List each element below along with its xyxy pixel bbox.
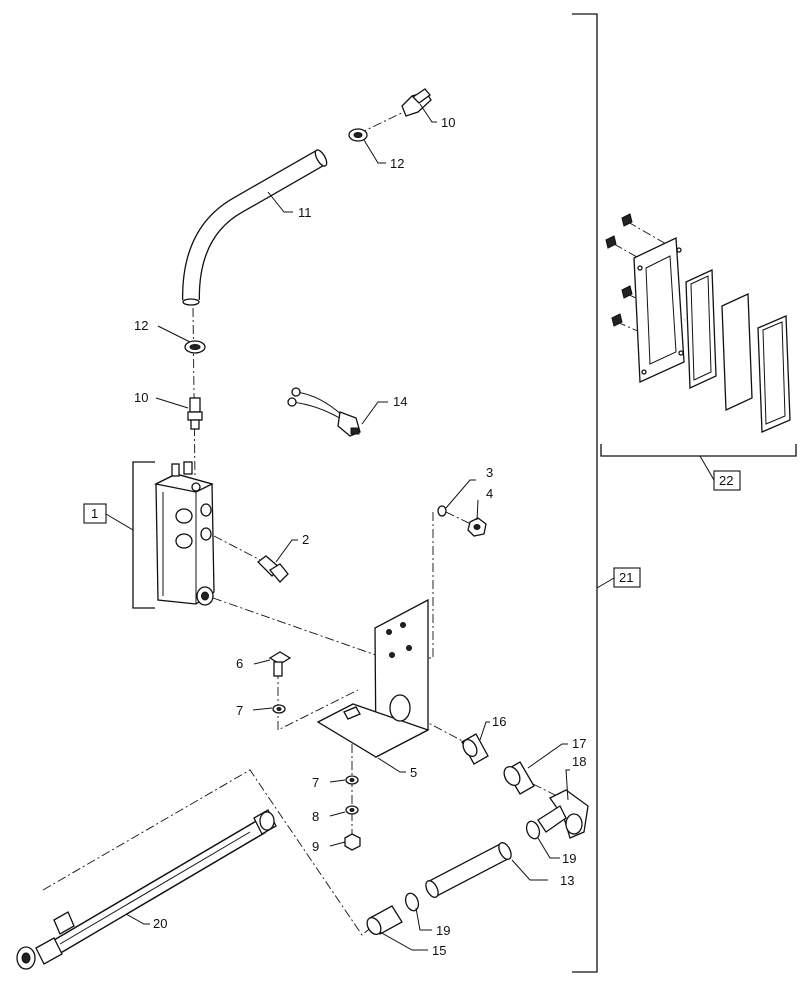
callout-13: 13 — [560, 873, 574, 888]
callout-9: 9 — [312, 839, 319, 854]
part-17-fitting — [503, 761, 535, 795]
part-12-clamp-lower — [184, 340, 206, 354]
callout-18: 18 — [572, 754, 586, 769]
part-4-nut — [467, 517, 487, 537]
part-6-bolt — [268, 651, 292, 677]
assembly-bracket-1 — [132, 461, 155, 609]
callout-10-top: 10 — [441, 115, 455, 130]
callout-2: 2 — [302, 532, 309, 547]
callout-5: 5 — [410, 765, 417, 780]
part-16-fitting — [461, 733, 489, 765]
callout-box-22 — [713, 470, 741, 491]
part-20-hose-assembly — [16, 809, 277, 970]
part-22-filter-gasket-a — [685, 269, 717, 389]
callout-21: 21 — [619, 570, 633, 585]
part-22-filter-element — [721, 293, 753, 411]
part-5-mounting-bracket — [316, 598, 430, 759]
part-8-lock-washer — [345, 805, 359, 815]
callout-14: 14 — [393, 394, 407, 409]
callout-22: 22 — [719, 473, 733, 488]
centerline-hose-bottom — [192, 307, 196, 479]
callout-11: 11 — [298, 205, 312, 220]
part-9-nut — [344, 833, 361, 851]
part-18-elbow — [537, 789, 589, 839]
part-10-fitting-lower — [187, 397, 203, 430]
callout-12-top: 12 — [390, 156, 404, 171]
centerline-washer-3 — [445, 511, 476, 527]
callout-10-lower: 10 — [134, 390, 148, 405]
centerline-port-to-bracket — [212, 597, 391, 661]
callout-17: 17 — [572, 736, 586, 751]
callout-19-lower: 19 — [436, 923, 450, 938]
part-7-washer-upper — [272, 704, 286, 714]
centerline-bolt-6 — [277, 670, 359, 731]
part-1-valve-block — [154, 461, 215, 606]
callout-1: 1 — [91, 506, 98, 521]
part-7-washer-lower — [345, 775, 359, 785]
part-3-washer — [437, 505, 447, 517]
part-11-hose — [181, 149, 328, 306]
part-22-filter-gasket-b — [757, 315, 791, 433]
part-22-filter-screws — [605, 213, 633, 327]
callout-15: 15 — [432, 943, 446, 958]
callout-3: 3 — [486, 465, 493, 480]
callout-7-upper: 7 — [236, 703, 243, 718]
part-19-clamp-upper — [525, 820, 541, 840]
callout-16: 16 — [492, 714, 506, 729]
callout-8: 8 — [312, 809, 319, 824]
part-22-filter-frame — [633, 237, 685, 383]
callout-4: 4 — [486, 486, 493, 501]
assembly-bracket-21 — [572, 13, 598, 973]
callout-box-1 — [83, 503, 107, 524]
part-12-clamp-top — [348, 128, 368, 142]
callout-19-upper: 19 — [562, 851, 576, 866]
centerline-filter-top — [627, 221, 681, 253]
part-2-fitting — [257, 555, 289, 583]
callout-6: 6 — [236, 656, 243, 671]
callout-20: 20 — [153, 916, 167, 931]
part-19-clamp-lower — [404, 892, 420, 912]
assembly-bracket-22 — [600, 444, 797, 457]
part-15-fitting — [366, 905, 403, 936]
centerline-elbow — [532, 783, 556, 796]
part-10-fitting-top — [401, 88, 432, 117]
part-14-wire-harness — [287, 387, 361, 437]
callout-box-21 — [613, 567, 641, 588]
centerline-filter-left — [613, 243, 661, 271]
part-13-hose — [425, 842, 512, 898]
callout-7-lower: 7 — [312, 775, 319, 790]
callout-12-lower: 12 — [134, 318, 148, 333]
